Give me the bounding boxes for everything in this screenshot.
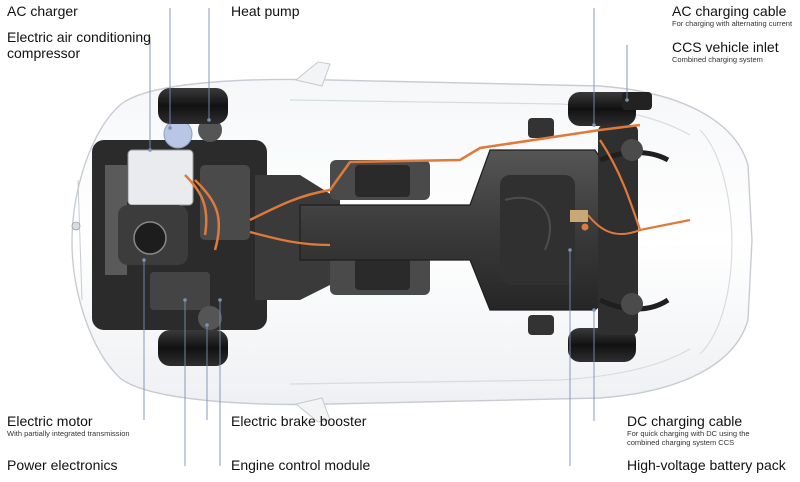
ac-cable-label-block: AC charging cable For charging with alte… <box>672 3 792 28</box>
dc-cable-label: DC charging cable <box>627 413 743 429</box>
power-electronics-label-block: Power electronics <box>7 457 118 473</box>
ccs-inlet-sublabel: Combined charging system <box>672 55 763 64</box>
engine-control-label-block: Engine control module <box>231 457 370 473</box>
engine-control-label: Engine control module <box>231 457 371 473</box>
ac-cable-sublabel: For charging with alternating current <box>672 19 793 28</box>
ac-compressor-label-line1: Electric air conditioning <box>7 29 151 45</box>
ccs-inlet-label-block: CCS vehicle inlet Combined charging syst… <box>672 39 779 64</box>
electric-motor-sublabel: With partially integrated transmission <box>7 429 130 438</box>
motor-emblem <box>133 221 167 255</box>
ac-compressor-label-block: Electric air conditioning compressor <box>7 29 151 61</box>
electric-motor-label-block: Electric motor With partially integrated… <box>7 413 130 438</box>
hv-cable-route <box>249 123 641 222</box>
battery-pack-label-block: High-voltage battery pack <box>627 457 786 473</box>
dc-cable-label-block: DC charging cable For quick charging wit… <box>627 413 750 447</box>
ccs-inlet-label: CCS vehicle inlet <box>672 39 779 55</box>
ac-charger-label-block: AC charger <box>7 3 78 19</box>
front-right-tire <box>158 330 228 366</box>
heat-pump-label: Heat pump <box>231 3 300 19</box>
rear-right-tire <box>568 328 636 362</box>
dc-cable-sublabel-line1: For quick charging with DC using the <box>627 429 750 438</box>
heat-pump-label-block: Heat pump <box>231 3 299 19</box>
ac-compressor-label-line2: compressor <box>7 45 81 61</box>
battery-pack-label: High-voltage battery pack <box>627 457 786 473</box>
power-electronics-label: Power electronics <box>7 457 118 473</box>
brake-booster-label-block: Electric brake booster <box>231 413 366 429</box>
rear-left-tire <box>568 92 636 126</box>
ac-cable-label: AC charging cable <box>672 3 787 19</box>
ac-charger-label: AC charger <box>7 3 78 19</box>
front-left-tire <box>158 88 228 124</box>
dc-cable-sublabel-line2: combined charging system CCS <box>627 438 735 447</box>
electric-motor-label: Electric motor <box>7 413 93 429</box>
brake-booster-label: Electric brake booster <box>231 413 367 429</box>
